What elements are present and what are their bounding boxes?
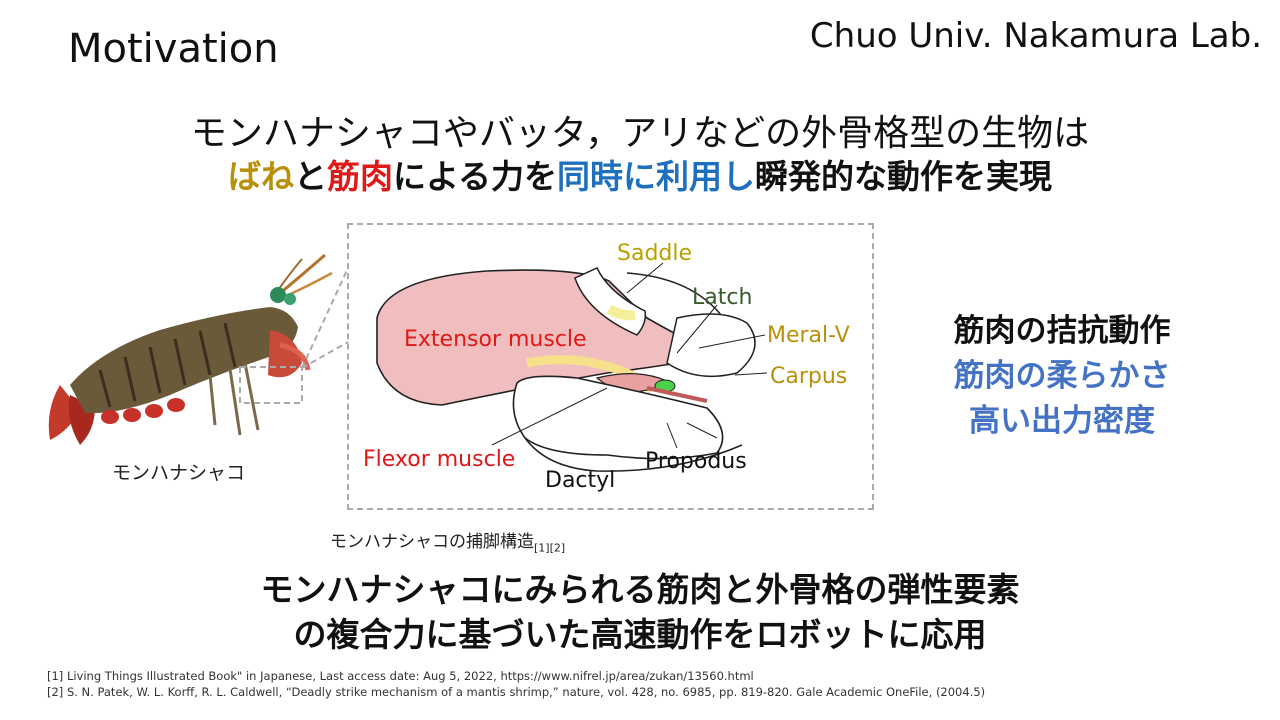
headline-text: と	[293, 157, 327, 196]
carpus-label: Carpus	[770, 364, 847, 389]
zoom-connector-lines	[301, 267, 349, 369]
headline-spring-text: ばね	[227, 157, 294, 196]
propodus-label: Propodus	[645, 449, 747, 474]
dactyl-shape	[524, 437, 743, 472]
headline-muscle-text: 筋肉	[326, 157, 393, 196]
flexor-muscle-label: Flexor muscle	[363, 447, 515, 472]
side-point-3: 高い出力密度	[969, 403, 1155, 439]
side-point-1: 筋肉の拮抗動作	[953, 313, 1171, 349]
latch-label: Latch	[692, 285, 752, 310]
headline-text: による力を	[392, 157, 557, 196]
headline-simultaneous-text: 同時に利用し	[557, 157, 755, 196]
slide-title: Motivation	[68, 26, 279, 72]
meral-v-label: Meral-V	[767, 323, 850, 348]
reference-1: [1] Living Things Illustrated Book" in J…	[47, 669, 754, 683]
summary-line-1: モンハナシャコにみられる筋肉と外骨格の弾性要素	[260, 570, 1020, 609]
saddle-label: Saddle	[617, 241, 692, 266]
reference-2: [2] S. N. Patek, W. L. Korff, R. L. Cald…	[47, 685, 986, 699]
dactyl-label: Dactyl	[545, 468, 615, 493]
lab-name: Chuo Univ. Nakamura Lab.	[809, 16, 1262, 56]
summary-line-2: の複合力に基づいた高速動作をロボットに応用	[293, 615, 987, 654]
headline-text: 瞬発的な動作を実現	[755, 157, 1052, 196]
figure-caption-refs: [1][2]	[534, 541, 566, 555]
side-point-2: 筋肉の柔らかさ	[953, 358, 1171, 394]
figure-caption-text: モンハナシャコの捕脚構造	[330, 532, 534, 552]
shrimp-caption: モンハナシャコ	[112, 462, 246, 484]
headline-line-1: モンハナシャコやバッタ，アリなどの外骨格型の生物は	[190, 113, 1090, 154]
extensor-muscle-label: Extensor muscle	[404, 327, 587, 352]
figure-caption: モンハナシャコの捕脚構造[1][2]	[330, 527, 565, 554]
mantis-shrimp-image	[48, 253, 333, 445]
raptorial-appendage-diagram: Saddle Latch Meral-V Carpus Extensor mus…	[363, 241, 850, 493]
headline-line-2: ばねと筋肉による力を同時に利用し瞬発的な動作を実現	[0, 150, 1280, 198]
propodus-shape	[512, 375, 724, 460]
figure-frame	[347, 223, 874, 510]
